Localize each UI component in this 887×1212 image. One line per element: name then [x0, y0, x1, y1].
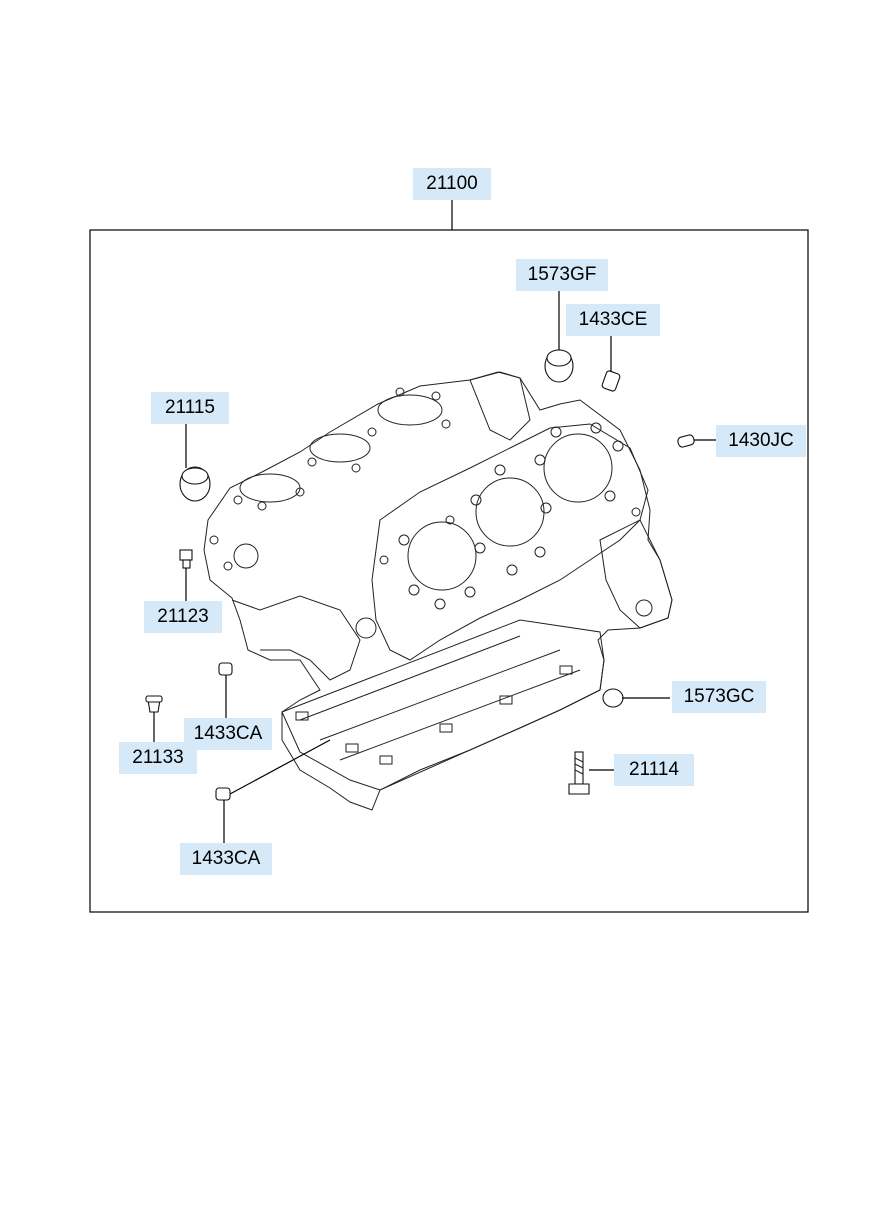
pin-1433ca-upper-shape: [218, 662, 233, 676]
callout-1573gc[interactable]: 1573GC: [672, 681, 766, 713]
pin-1433ca-lower-shape: [215, 787, 231, 801]
leader-lines: [153, 290, 716, 846]
plug-1573gf-shape: [544, 349, 574, 383]
assembly-frame: [89, 229, 809, 913]
callout-1433ca-lower[interactable]: 1433CA: [180, 843, 272, 875]
bolt-21123-shape: [179, 549, 193, 569]
bolt-21114-shape: [568, 751, 590, 795]
callout-21133[interactable]: 21133: [119, 742, 197, 774]
plug-1573gc-shape: [602, 688, 624, 708]
plug-21133-shape: [145, 695, 163, 713]
callout-21115[interactable]: 21115: [151, 392, 229, 424]
callout-21123[interactable]: 21123: [144, 601, 222, 633]
plug-21115-shape: [179, 466, 211, 502]
pin-1433ce-shape: [601, 370, 621, 392]
callout-1433ce[interactable]: 1433CE: [566, 304, 660, 336]
callout-1433ca-upper[interactable]: 1433CA: [184, 718, 272, 750]
callout-21100[interactable]: 21100: [413, 168, 491, 200]
callout-1430jc[interactable]: 1430JC: [716, 425, 806, 457]
callout-1573gf[interactable]: 1573GF: [516, 259, 608, 291]
engine-block-illustration: [203, 371, 673, 811]
callout-21114[interactable]: 21114: [614, 754, 694, 786]
pin-1430jc-shape: [677, 434, 695, 448]
